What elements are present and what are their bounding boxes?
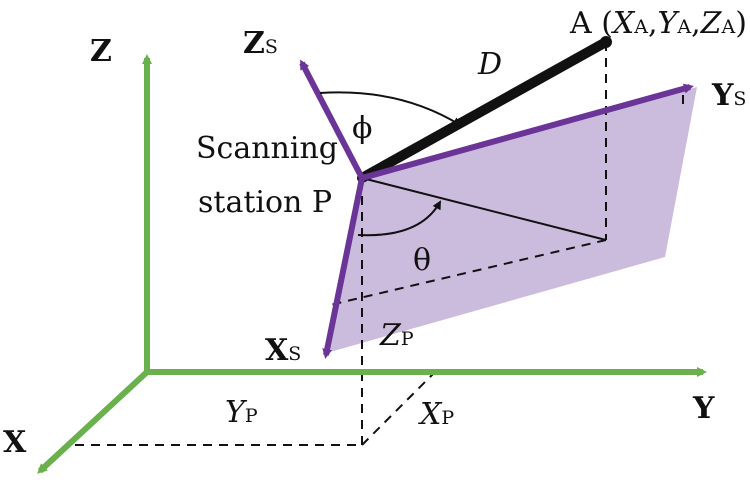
theta-arc [357, 200, 441, 237]
x-axis [37, 369, 150, 474]
phi-label: ϕ [352, 111, 372, 146]
range-label-D: D [477, 47, 502, 82]
global-axes [37, 54, 707, 474]
point-A-label: A (XA,YA,ZA) [569, 6, 747, 41]
z-axis-label: Z [90, 34, 112, 69]
projection-lines [75, 42, 684, 446]
zs-axis-label: ZS [243, 26, 278, 61]
xp-label: XP [418, 397, 454, 432]
y-axis-label: Y [692, 391, 715, 426]
projection-line [361, 177, 607, 241]
xs-axis-label: XS [265, 333, 301, 368]
x-axis-label: X [3, 425, 27, 460]
ys-axis-label: YS [711, 78, 746, 113]
ys-axis [361, 83, 694, 181]
dashed-line-XP [361, 371, 436, 446]
station-label-line1: Scanning [196, 131, 338, 166]
scanner-axes [299, 59, 694, 359]
scanner-plane [330, 87, 697, 352]
xs-axis [322, 177, 365, 359]
range-line-D [357, 37, 611, 183]
station-label-line2: station P [198, 185, 332, 220]
theta-label: θ [413, 243, 431, 278]
zp-label: ZP [379, 318, 414, 353]
yp-label: YP [225, 395, 258, 430]
point-A [600, 36, 612, 48]
phi-arc [319, 91, 462, 127]
zs-axis [299, 59, 365, 180]
